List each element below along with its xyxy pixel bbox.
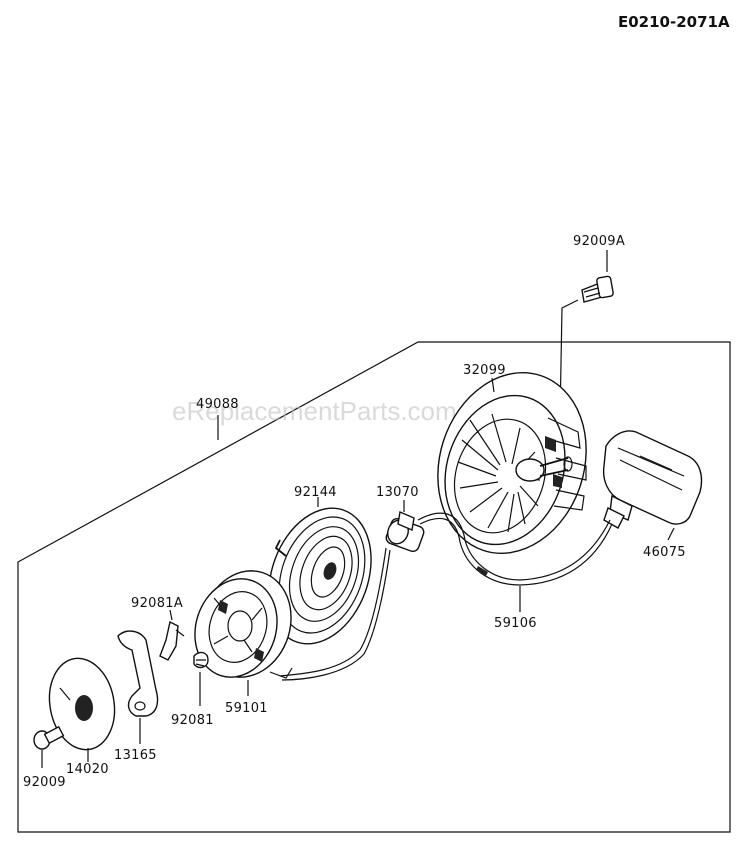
part-label-92009a: 92009A (573, 234, 625, 249)
part-label-59106: 59106 (494, 616, 537, 631)
part-label-13165: 13165 (114, 748, 157, 763)
spring-a-icon (159, 620, 185, 661)
part-label-59101: 59101 (225, 701, 268, 716)
leader-handle (667, 527, 675, 541)
rope-guide-icon (279, 511, 425, 681)
spring-b-icon (193, 651, 209, 669)
leader-spring-a (169, 609, 173, 621)
starter-rope-icon (417, 512, 611, 581)
part-label-14020: 14020 (66, 762, 109, 777)
leader-case (491, 377, 495, 393)
watermark: eReplacementParts.com (172, 396, 457, 426)
document-id: E0210-2071A (618, 13, 730, 31)
part-label-92009: 92009 (23, 775, 66, 790)
part-label-92081a: 92081A (131, 596, 183, 611)
pawl-icon (117, 630, 159, 717)
recoil-spring-icon (268, 507, 372, 645)
part-label-46075: 46075 (643, 545, 686, 560)
bolt-top-icon (581, 275, 614, 303)
part-label-13070: 13070 (376, 485, 419, 500)
starter-case-icon (437, 372, 587, 554)
bolt-bottom-icon (33, 725, 65, 750)
part-label-92144: 92144 (294, 485, 337, 500)
reel-icon (194, 570, 293, 679)
assembly-outline (17, 341, 731, 833)
plate-icon (48, 657, 116, 751)
assembly-label: 49088 (196, 397, 239, 412)
part-label-32099: 32099 (463, 363, 506, 378)
starter-handle-icon (602, 430, 703, 529)
bolt-axis-line (559, 299, 579, 419)
part-label-92081: 92081 (171, 713, 214, 728)
